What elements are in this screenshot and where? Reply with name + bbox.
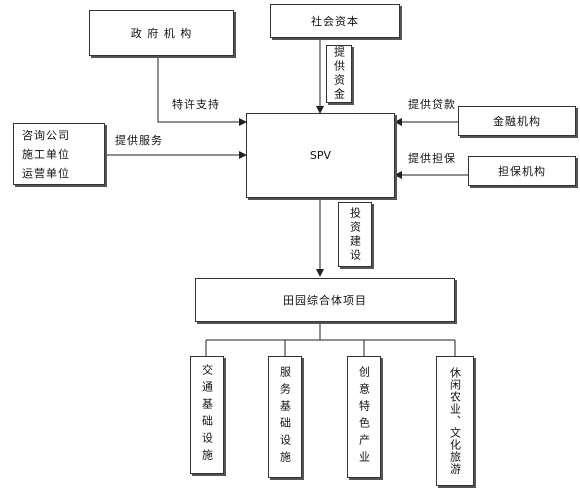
node-consulting-line-2: 施工单位 — [22, 148, 70, 161]
node-spv-label: SPV — [309, 149, 332, 162]
node-project: 田园综合体项目 — [195, 278, 455, 322]
node-government: 政 府 机 构 — [89, 10, 234, 56]
edge-label-provide-loans: 提供贷款 — [408, 98, 456, 111]
node-social-capital: 社会资本 — [270, 4, 400, 38]
edge-label-provide-services: 提供服务 — [115, 134, 163, 147]
node-spv: SPV — [246, 113, 395, 198]
node-sub-service-label: 服务基础设施 — [278, 366, 292, 468]
edge-government-spv — [157, 56, 247, 126]
node-sub-creative-label: 创意特色产业 — [357, 366, 371, 468]
node-sub-leisure: 休闲农业、文化旅游 — [436, 356, 474, 486]
node-sub-creative: 创意特色产业 — [347, 356, 381, 478]
node-sub-transport-label: 交通基础设施 — [200, 364, 214, 466]
node-guarantee-label: 担保机构 — [498, 165, 546, 178]
node-consulting-line-1: 咨询公司 — [22, 129, 70, 142]
node-finance-label: 金融机构 — [493, 115, 541, 128]
edge-label-invest-build: 投资建设 — [338, 202, 372, 267]
node-project-label: 田园综合体项目 — [283, 294, 367, 307]
node-guarantee: 担保机构 — [468, 156, 576, 186]
node-sub-service: 服务基础设施 — [268, 356, 302, 478]
edge-label-provide-funds: 提供资金 — [326, 45, 352, 103]
node-social-capital-label: 社会资本 — [311, 15, 359, 28]
node-sub-transport: 交通基础设施 — [190, 356, 224, 474]
node-sub-leisure-label: 休闲农业、文化旅游 — [448, 367, 462, 475]
node-finance: 金融机构 — [458, 106, 576, 136]
node-government-label: 政 府 机 构 — [130, 27, 193, 40]
edge-label-invest-build-text: 投资建设 — [348, 206, 362, 263]
node-consulting-line-3: 运营单位 — [22, 167, 70, 180]
edge-label-concession: 特许支持 — [172, 98, 220, 111]
edge-label-provide-funds-text: 提供资金 — [332, 46, 346, 102]
edge-label-provide-guarantee: 提供担保 — [408, 152, 456, 165]
node-consulting: 咨询公司 施工单位 运营单位 — [13, 123, 105, 185]
